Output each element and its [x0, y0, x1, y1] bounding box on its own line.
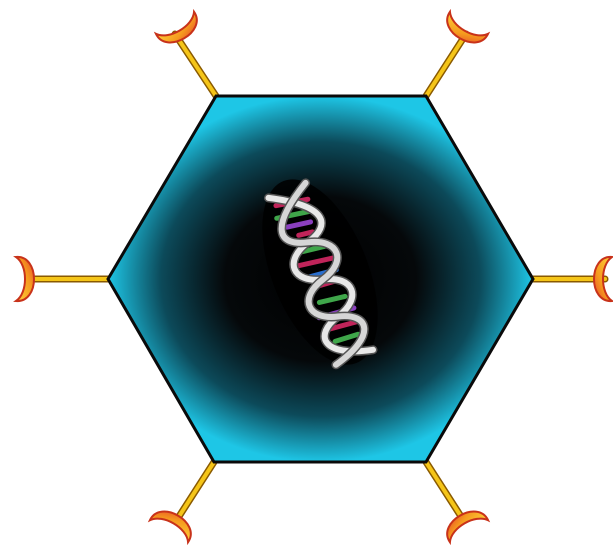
spike-hook-lower-right-icon [441, 505, 488, 543]
spike-hook-right-icon [594, 257, 612, 301]
spike-hook-lower-left-icon [150, 505, 197, 543]
spike-hook-left-icon [16, 257, 34, 301]
spike-hook-upper-right-icon [441, 12, 488, 50]
